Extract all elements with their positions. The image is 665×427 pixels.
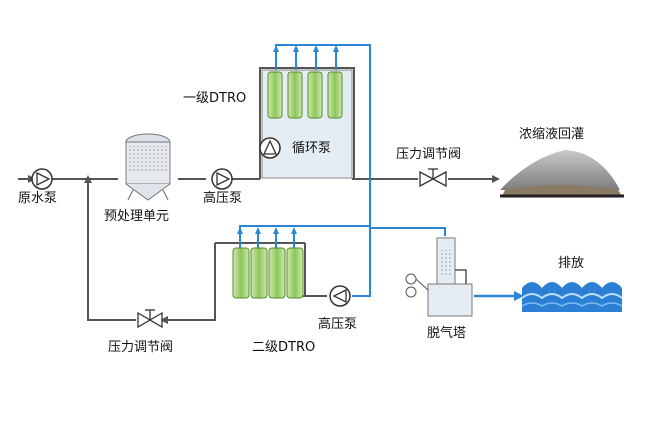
pressure-valve-right-icon	[419, 168, 447, 188]
raw-water-pump-icon	[31, 168, 53, 190]
stage1-dtro-label: 一级DTRO	[183, 91, 247, 106]
process-lines	[18, 67, 500, 321]
high-pressure-pump-1-icon	[211, 168, 233, 190]
concentrate-pile-icon	[500, 150, 624, 198]
pretreatment-tank-icon	[125, 133, 171, 201]
degassing-tower-label: 脱气塔	[427, 326, 467, 341]
pretreatment-unit-label: 预处理单元	[104, 209, 170, 224]
circulation-pump-label: 循环泵	[292, 141, 332, 156]
pressure-valve-left-label: 压力调节阀	[108, 340, 174, 355]
high-pressure-pump-2-label: 高压泵	[318, 317, 358, 332]
pressure-valve-right-label: 压力调节阀	[396, 147, 462, 162]
dtro-stage-1-skid	[259, 69, 353, 179]
stage2-dtro-label: 二级DTRO	[252, 340, 316, 355]
motor-icon	[405, 273, 429, 298]
process-arrowheads	[28, 175, 500, 324]
high-pressure-pump-1-label: 高压泵	[203, 191, 243, 206]
raw-water-pump-label: 原水泵	[18, 191, 58, 206]
high-pressure-pump-2-icon	[329, 285, 351, 307]
concentrate-reinjection-label: 浓缩液回灌	[519, 127, 585, 142]
discharge-label: 排放	[558, 256, 585, 271]
permeate-arrowheads	[237, 45, 524, 301]
circulation-pump-icon	[259, 137, 281, 159]
discharge-water-icon	[521, 282, 623, 312]
dtro-stage-2-skid	[232, 247, 304, 299]
degassing-tower-icon	[405, 237, 473, 317]
pressure-valve-left-icon	[137, 309, 163, 329]
